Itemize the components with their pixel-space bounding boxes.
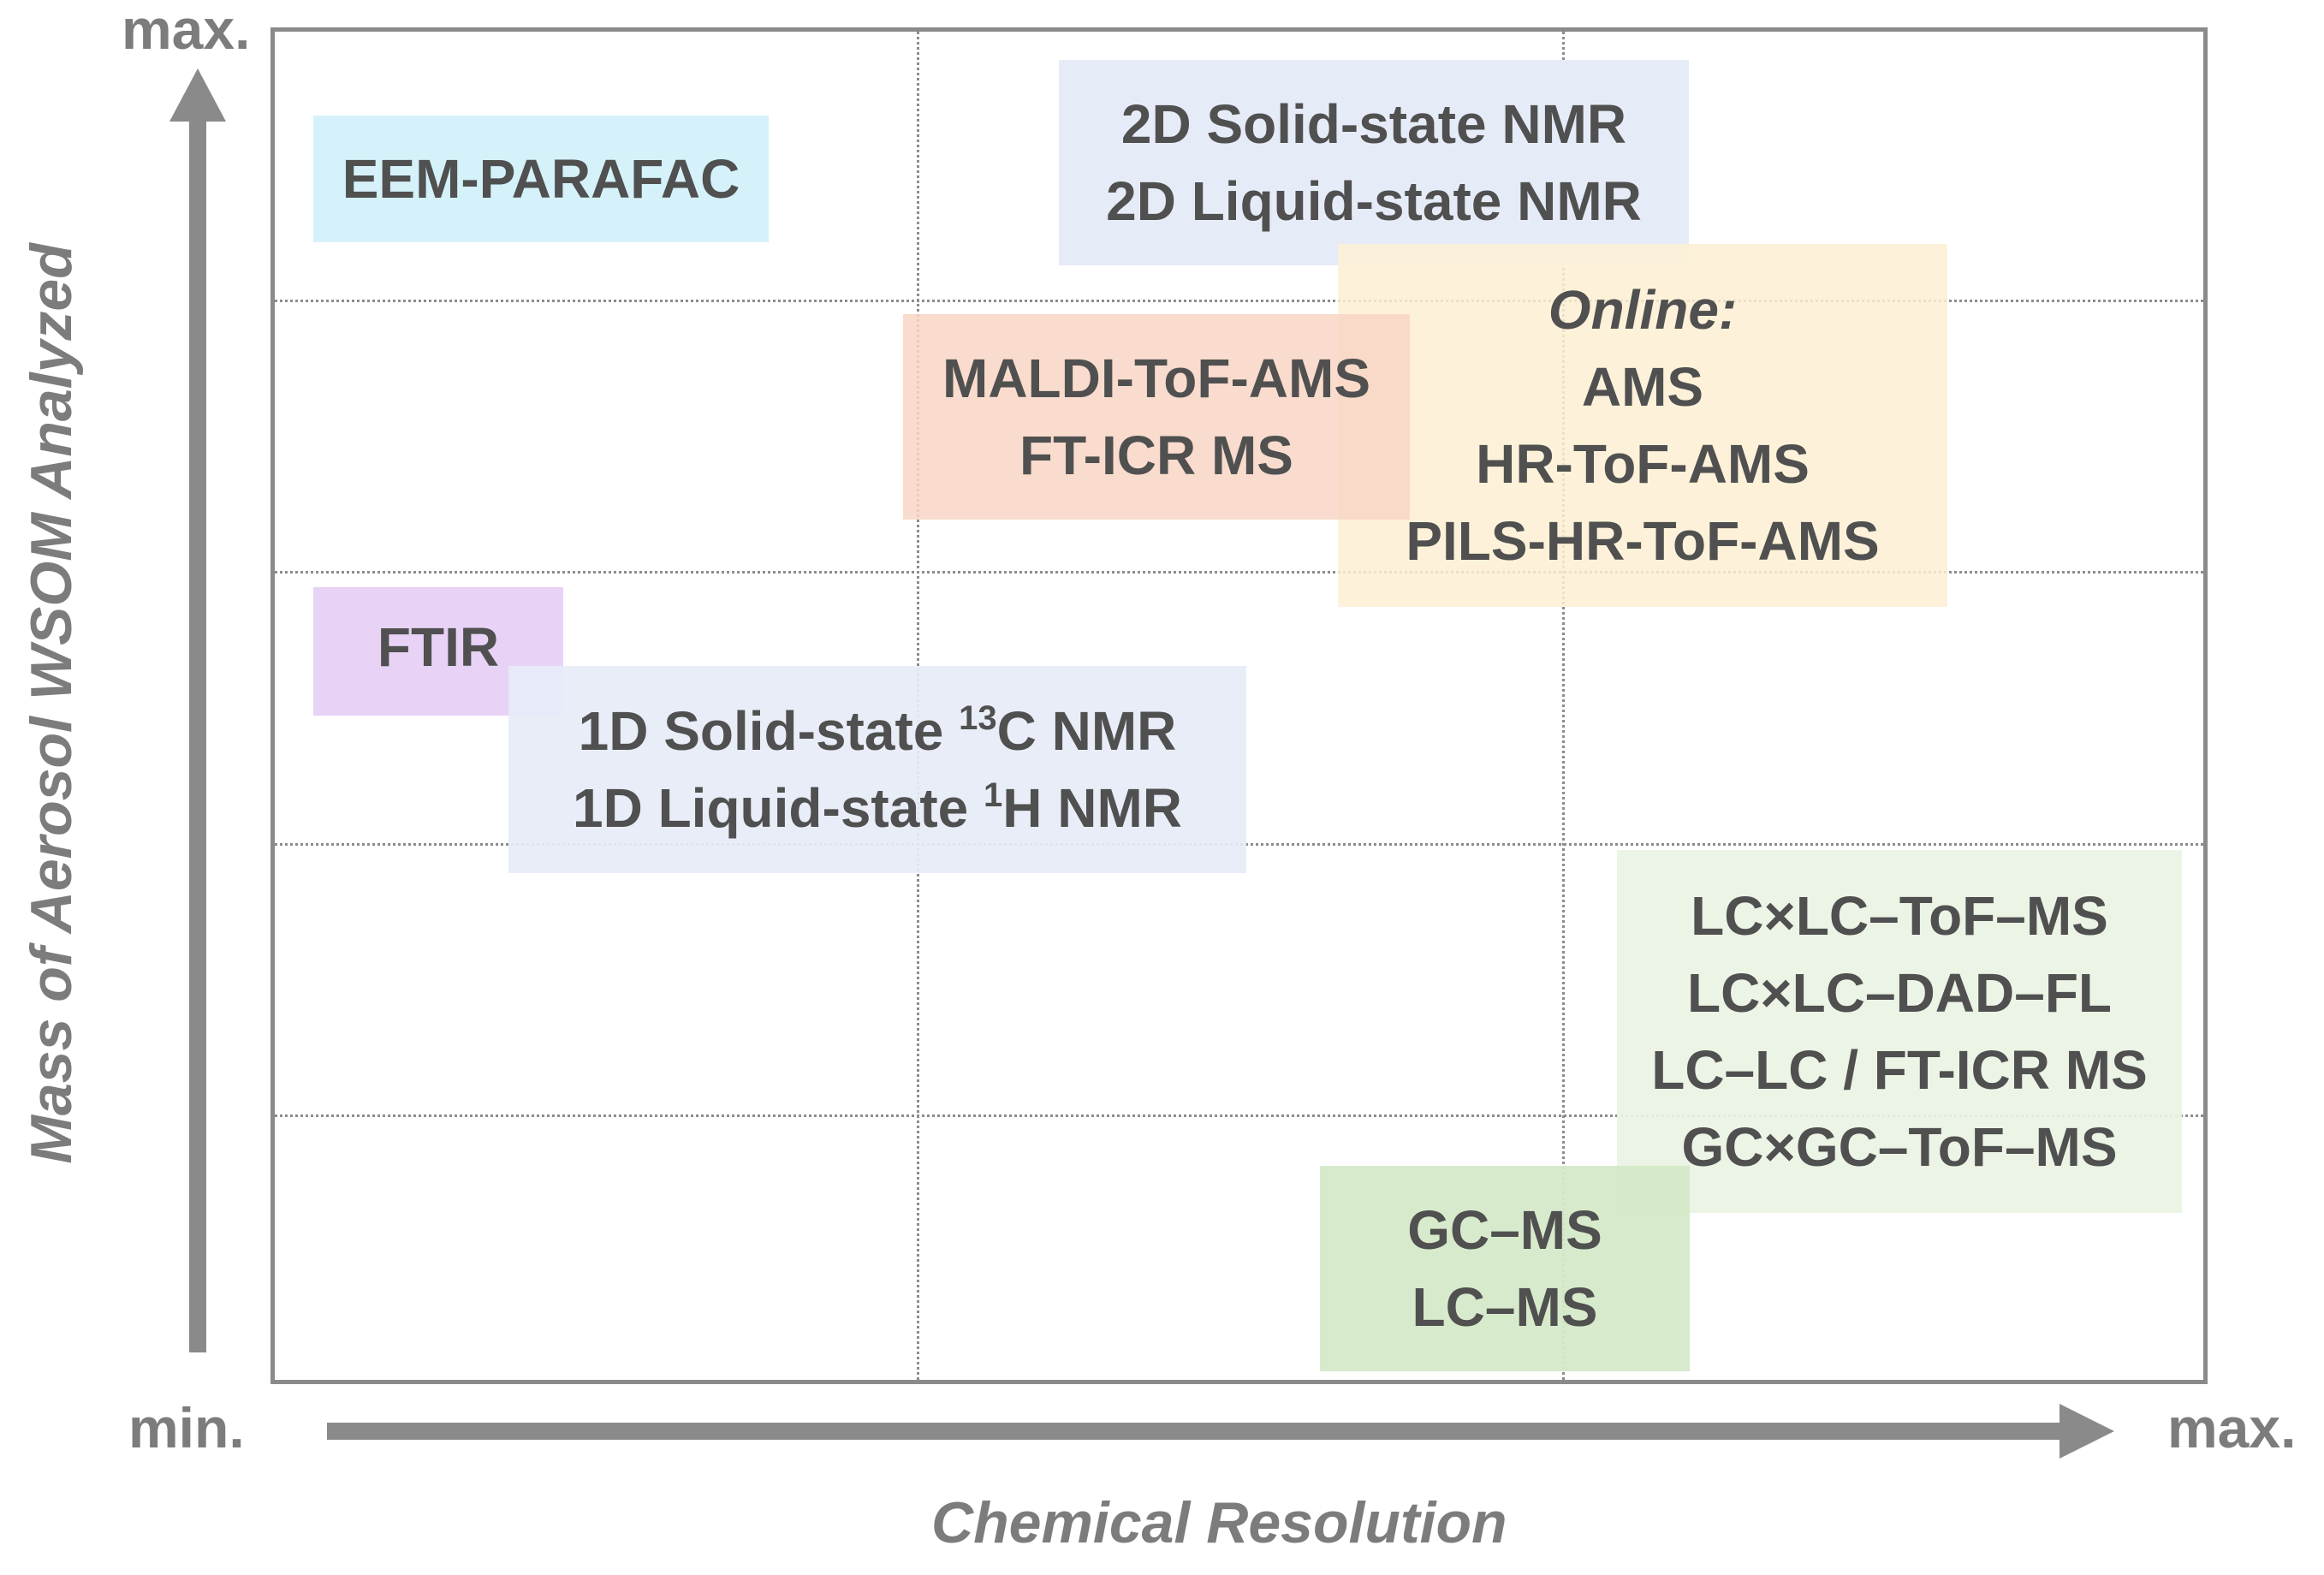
grid-line-horizontal bbox=[275, 300, 2203, 302]
maldi-box: MALDI-ToF-AMS FT-ICR MS bbox=[903, 314, 1410, 520]
eem-parafac-box: EEM-PARAFAC bbox=[313, 116, 769, 242]
grid-line-horizontal bbox=[275, 1114, 2203, 1117]
box-label-text: 1D Solid-state bbox=[578, 700, 960, 762]
grid-line-vertical bbox=[1562, 32, 1565, 1380]
x-axis-min-label: min. bbox=[128, 1396, 245, 1459]
box-label: GC×GC–ToF–MS bbox=[1681, 1116, 2118, 1178]
box-label-text: 1D Liquid-state bbox=[572, 777, 984, 839]
box-label: FTIR bbox=[377, 616, 500, 678]
box-heading: Online: bbox=[1548, 279, 1738, 341]
lc-lc-box: LC×LC–ToF–MS LC×LC–DAD–FL LC–LC / FT-ICR… bbox=[1617, 850, 2182, 1213]
y-axis-arrow-head bbox=[169, 68, 226, 122]
box-label: FT-ICR MS bbox=[1019, 425, 1293, 486]
nmr-1d-box: 1D Solid-state 13C NMR 1D Liquid-state 1… bbox=[508, 666, 1246, 873]
y-axis-title: Mass of Aerosol WSOM Analyzed bbox=[19, 243, 84, 1164]
x-axis-max-label: max. bbox=[2167, 1396, 2297, 1459]
box-label: 1D Solid-state 13C NMR bbox=[579, 692, 1177, 770]
superscript: 1 bbox=[984, 776, 1003, 814]
box-label-text: C NMR bbox=[996, 700, 1177, 762]
box-label: LC–MS bbox=[1412, 1276, 1598, 1338]
box-label: AMS bbox=[1581, 356, 1704, 418]
gc-ms-box: GC–MS LC–MS bbox=[1320, 1166, 1690, 1371]
x-axis-title: Chemical Resolution bbox=[931, 1490, 1507, 1555]
y-axis-max-label: max. bbox=[122, 0, 251, 61]
box-label: LC×LC–ToF–MS bbox=[1691, 885, 2108, 947]
box-label: PILS-HR-ToF-AMS bbox=[1406, 510, 1880, 572]
nmr-2d-box: 2D Solid-state NMR 2D Liquid-state NMR bbox=[1059, 60, 1689, 265]
box-label: LC–LC / FT-ICR MS bbox=[1651, 1039, 2148, 1101]
online-ams-box: Online: AMS HR-ToF-AMS PILS-HR-ToF-AMS bbox=[1338, 244, 1947, 607]
box-label: 1D Liquid-state 1H NMR bbox=[573, 770, 1182, 847]
x-axis-arrow-head bbox=[2060, 1404, 2114, 1459]
box-label: LC×LC–DAD–FL bbox=[1686, 962, 2113, 1024]
box-label: HR-ToF-AMS bbox=[1476, 433, 1810, 495]
box-label: EEM-PARAFAC bbox=[342, 148, 740, 210]
box-label: 2D Solid-state NMR bbox=[1120, 93, 1627, 155]
box-label: GC–MS bbox=[1407, 1199, 1602, 1261]
box-label-text: H NMR bbox=[1002, 777, 1183, 839]
grid-line-horizontal bbox=[275, 571, 2203, 574]
superscript: 13 bbox=[959, 699, 997, 737]
box-label: MALDI-ToF-AMS bbox=[942, 348, 1370, 409]
box-label: 2D Liquid-state NMR bbox=[1106, 170, 1642, 232]
